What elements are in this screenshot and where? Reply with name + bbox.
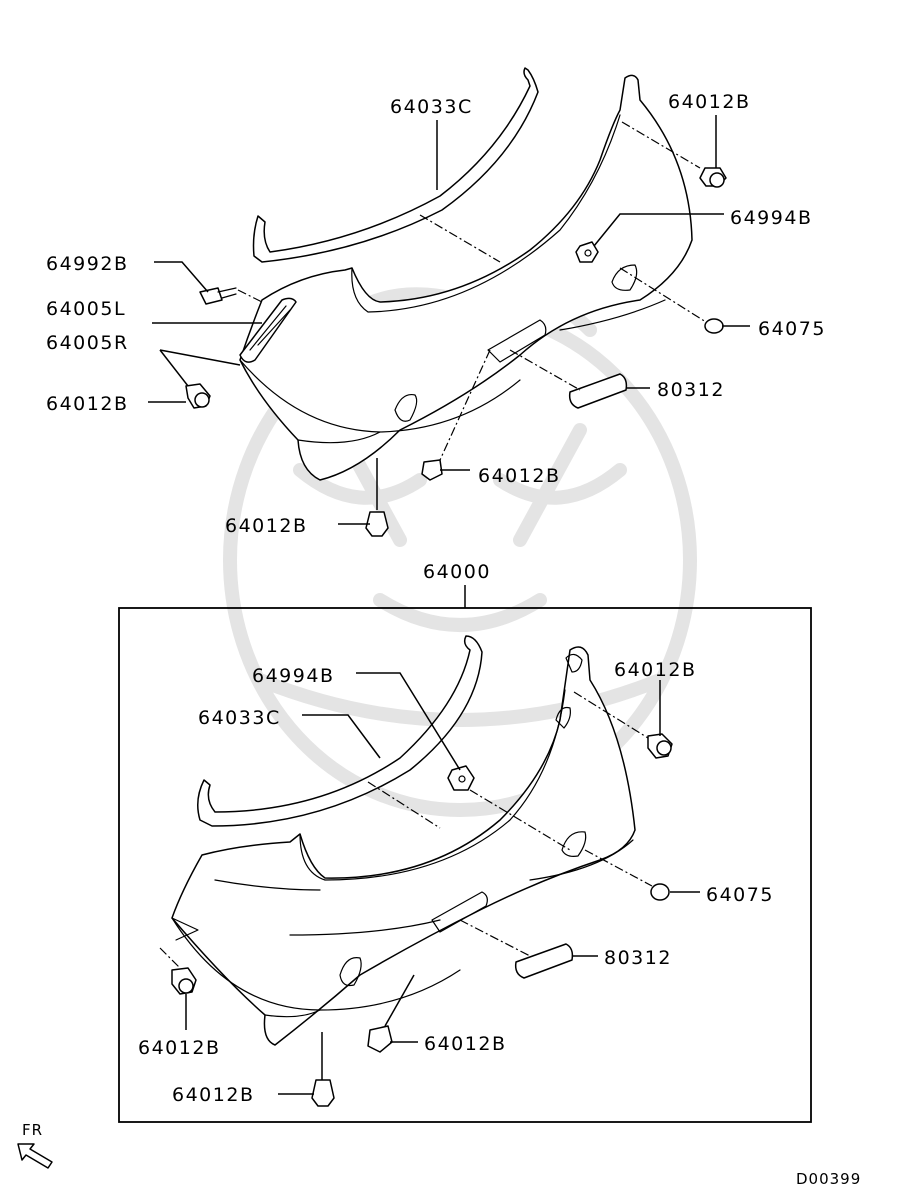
callout-upper-clip-mid: 64012B [478, 465, 560, 487]
molding-strip-lower [197, 635, 483, 827]
clip-upper-left [185, 383, 211, 409]
screw-upper [199, 287, 237, 305]
side-bracket-upper [239, 297, 297, 363]
callout-upper-clip-right: 64012B [668, 91, 750, 113]
bumper-cover-upper [239, 74, 693, 481]
clip-assembly-right [647, 733, 673, 759]
bumper-cover-assembly [171, 646, 636, 1046]
callout-upper-clip-bottom: 64012B [225, 515, 307, 537]
nut-upper [575, 241, 599, 263]
molding-strip-upper [252, 67, 539, 263]
callout-assembly-clip-right: 64012B [614, 659, 696, 681]
clip-assembly-bottom [311, 1079, 335, 1107]
assembly-frame [118, 607, 812, 1123]
callout-upper-screw: 64992B [46, 253, 128, 275]
direction-arrow-icon [17, 1143, 53, 1169]
callout-upper-grommet: 64075 [758, 318, 826, 340]
callout-assembly-grommet: 64075 [706, 884, 774, 906]
callout-upper-reflector: 80312 [657, 379, 725, 401]
callout-assembly-clip-bottom: 64012B [172, 1084, 254, 1106]
callout-assembly-reflector: 80312 [604, 947, 672, 969]
clip-assembly-mid [367, 1025, 393, 1053]
callout-upper-molding: 64033C [390, 96, 473, 118]
assembly-group: 64000 [118, 561, 812, 1123]
grommet-assembly [650, 883, 670, 901]
diagram-code: D00399 [796, 1170, 861, 1187]
clip-upper-bottom [365, 511, 389, 537]
callout-assembly-clip-left: 64012B [138, 1037, 220, 1059]
clip-upper-mid [421, 459, 443, 481]
callout-upper-bracket-left: 64005L [46, 298, 126, 320]
assembly-label: 64000 [423, 561, 491, 583]
direction-indicator: FR [17, 1121, 53, 1169]
callout-upper-nut: 64994B [730, 207, 812, 229]
upper-group: 64033C 64012B 64994B 64992B 64005L 64005… [46, 67, 826, 537]
grommet-upper [704, 318, 724, 334]
clip-upper-right [699, 167, 727, 188]
clip-assembly-left [171, 967, 197, 995]
reflector-lower [514, 943, 574, 979]
direction-label: FR [22, 1121, 43, 1139]
callout-upper-clip-left: 64012B [46, 393, 128, 415]
nut-assembly [447, 765, 475, 791]
callout-assembly-clip-mid: 64012B [424, 1033, 506, 1055]
callout-assembly-molding: 64033C [198, 707, 281, 729]
callout-upper-bracket-right: 64005R [46, 332, 129, 354]
reflector-upper [568, 373, 628, 409]
callout-assembly-nut: 64994B [252, 665, 334, 687]
